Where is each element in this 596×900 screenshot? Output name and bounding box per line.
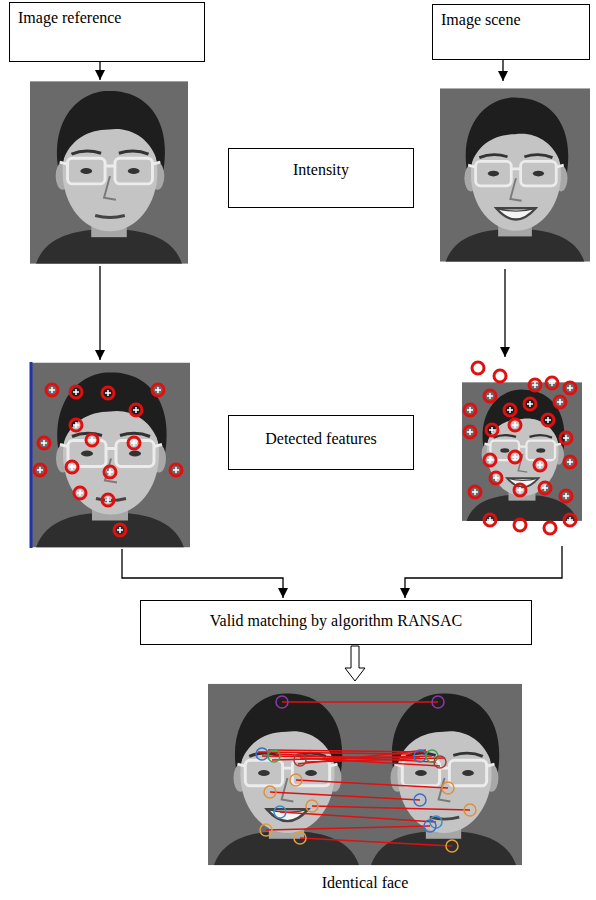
match-lines <box>258 702 470 846</box>
feature-points <box>34 384 182 536</box>
process-box: Image reference <box>9 2 205 62</box>
matched-reference-face <box>365 684 522 866</box>
process-box: Image scene <box>432 4 590 60</box>
box-label: Image scene <box>441 11 521 29</box>
box-label: Intensity <box>293 161 349 179</box>
process-box: Intensity <box>228 148 414 208</box>
process-box: Valid matching by algorithm RANSAC <box>140 600 532 645</box>
process-box: Detected features <box>228 415 414 470</box>
detected-reference-face <box>30 363 190 548</box>
matched-scene-face <box>208 684 365 866</box>
open-arrow <box>345 646 365 681</box>
box-label: Detected features <box>265 430 376 448</box>
box-label: Valid matching by algorithm RANSAC <box>210 612 462 630</box>
match-points <box>256 696 476 852</box>
reference-face <box>30 81 188 264</box>
scene-face <box>440 88 590 261</box>
image-edge <box>30 362 33 548</box>
feature-points <box>464 362 576 534</box>
box-label: Image reference <box>18 9 121 27</box>
figure-caption: Identical face <box>322 874 409 892</box>
detected-scene-face <box>462 382 582 521</box>
